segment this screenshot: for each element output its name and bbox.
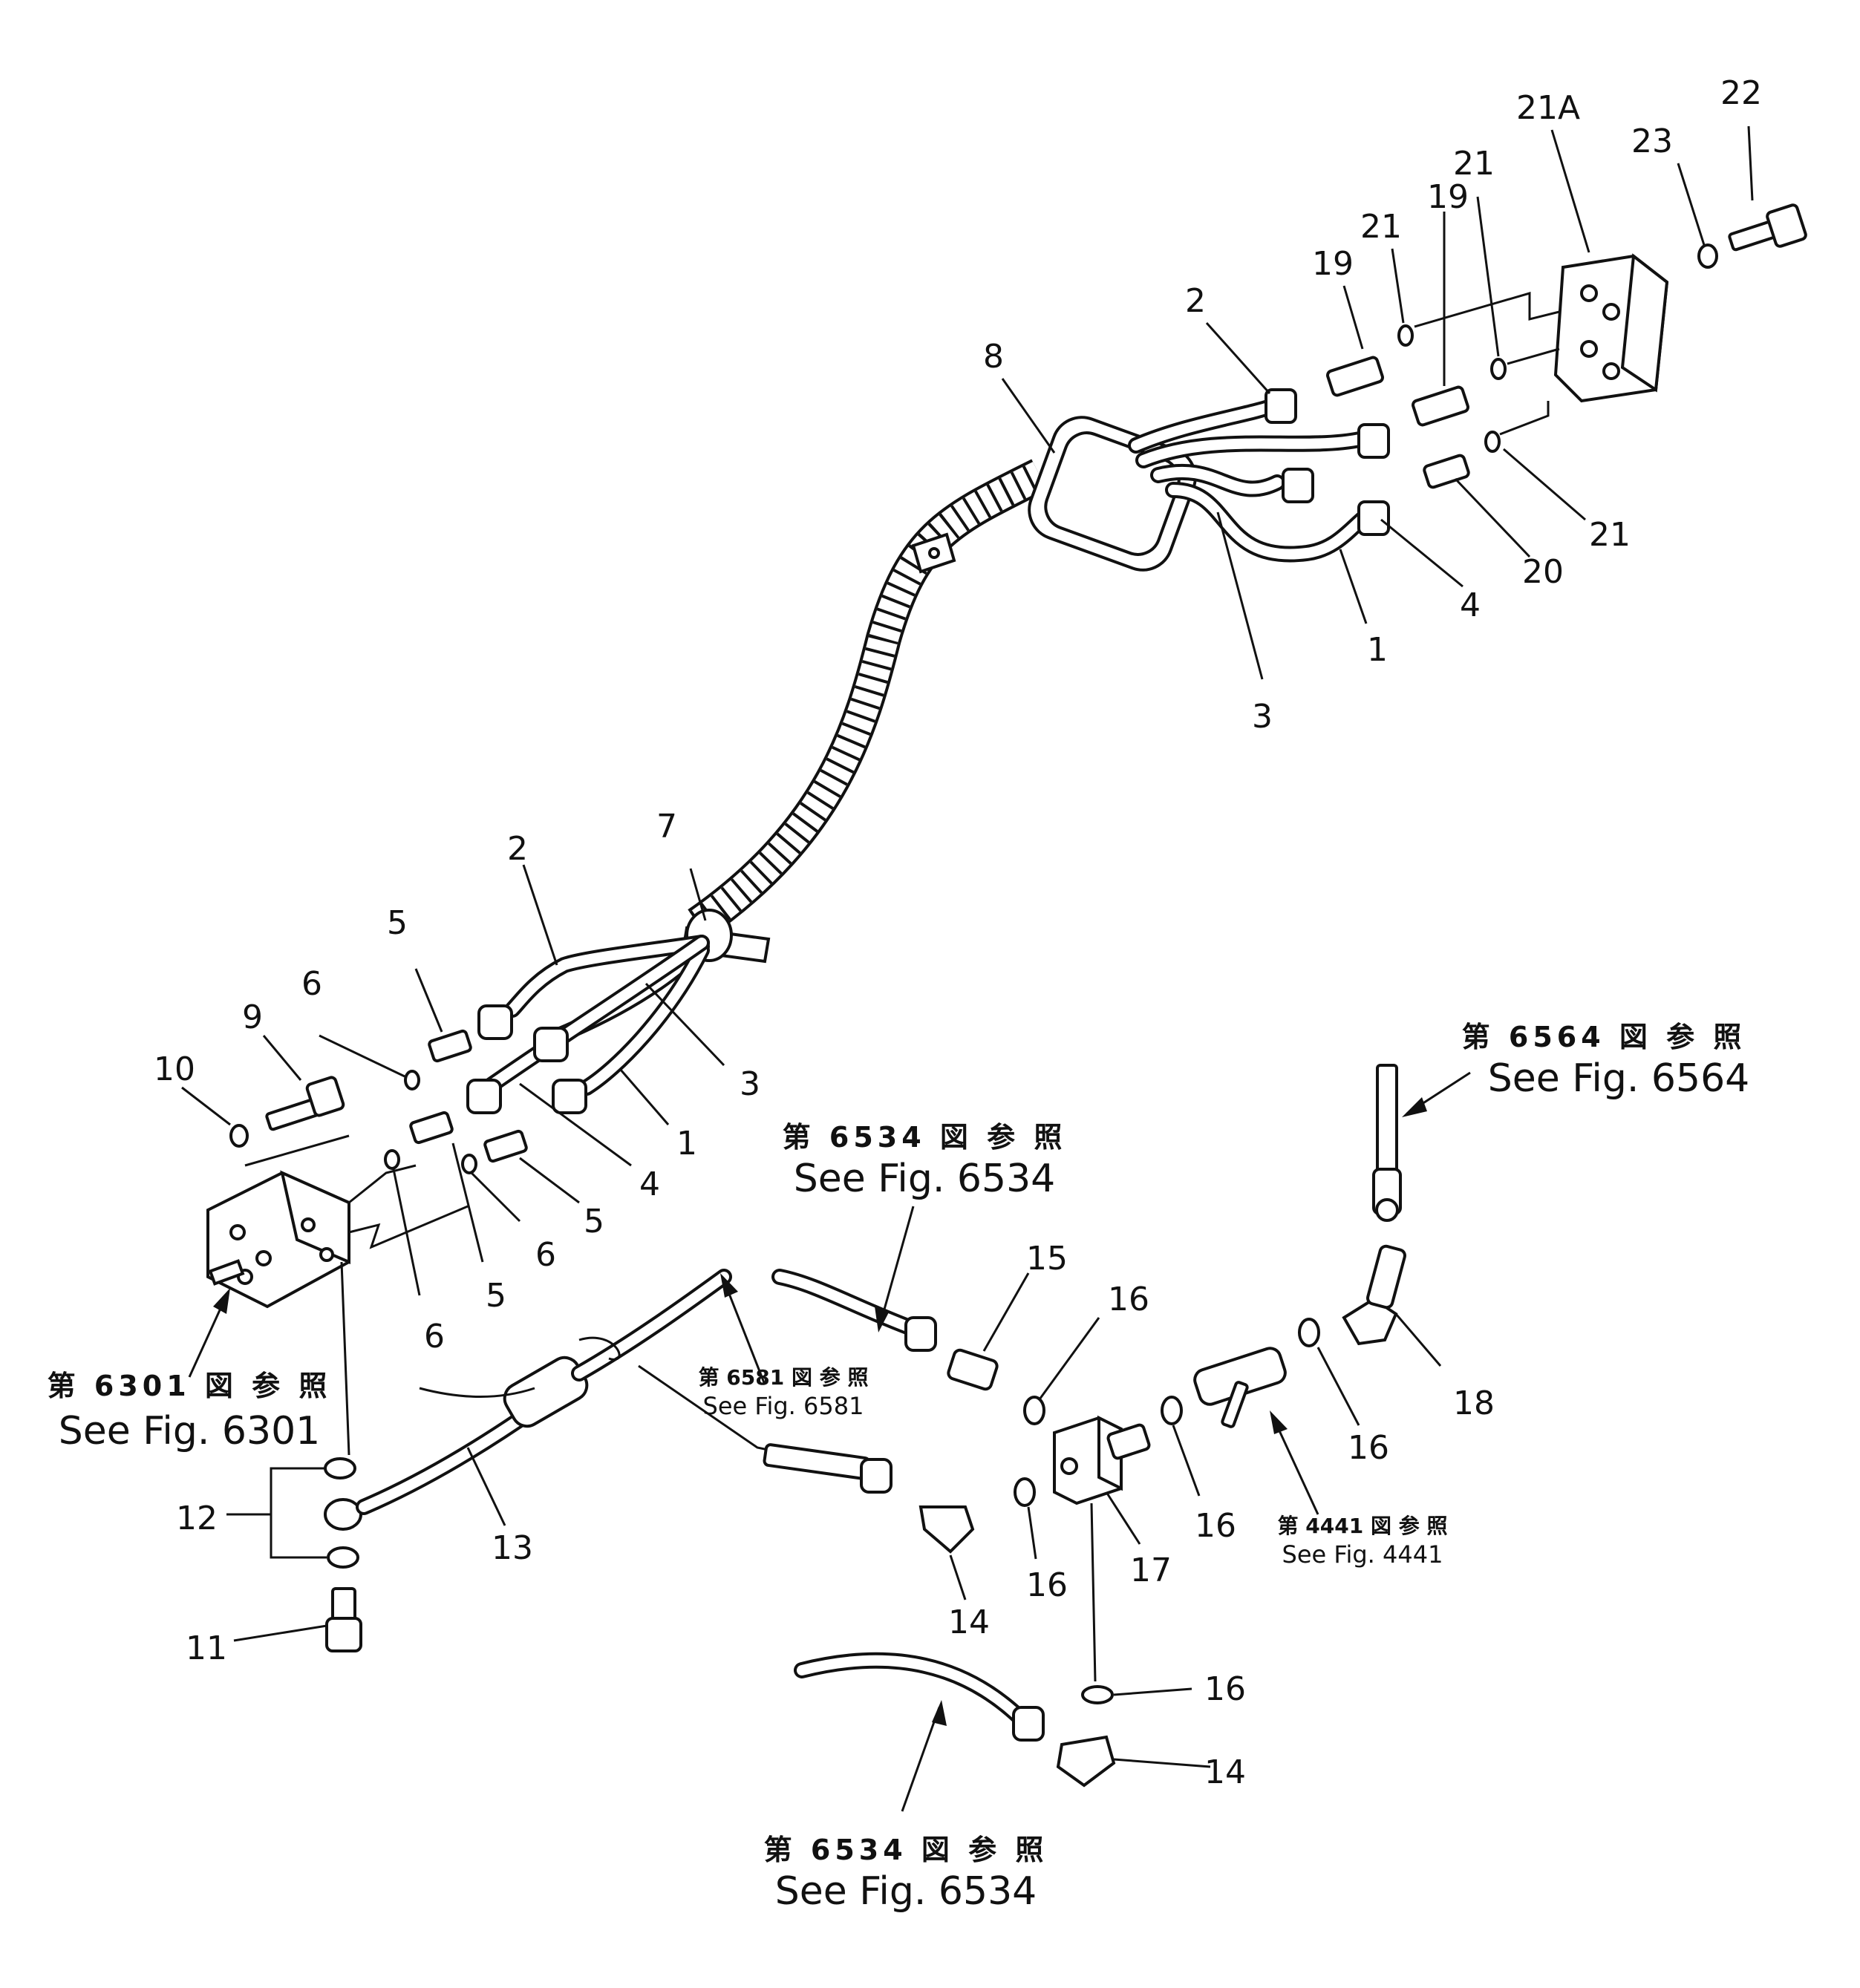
lower-hose-nuts [466,1004,587,1114]
conduit-bracket-upper [911,532,956,574]
callout-16: 16 [1195,1507,1236,1545]
ref-6301-en: See Fig. 6301 [59,1409,321,1454]
callout-22: 22 [1720,74,1762,112]
callout-21a: 21A [1516,89,1580,127]
lower-hoses [474,935,710,1099]
ref-6581-en: See Fig. 6581 [703,1392,864,1420]
callout-5: 5 [387,904,408,942]
ref-6534-top-ja: 第 6534 図 参 照 [783,1121,1067,1154]
callout-7: 7 [656,808,677,846]
callout-8: 8 [983,338,1004,376]
callout-16: 16 [1204,1670,1246,1708]
callout-4: 4 [1460,586,1481,624]
callout-21: 21 [1360,208,1402,246]
ref-6581-ja: 第 6581 図 参 照 [699,1365,869,1390]
ref-6534-bottom-ja: 第 6534 図 参 照 [764,1834,1048,1866]
callout-6: 6 [535,1236,556,1274]
callout-16: 16 [1348,1429,1389,1467]
ref-4441-en: See Fig. 4441 [1282,1540,1443,1569]
o-rings-16 [1014,1318,1320,1704]
banjo-assembly [324,1269,893,1652]
callout-5: 5 [486,1277,506,1315]
ref-6301-ja: 第 6301 図 参 照 [48,1370,332,1402]
callout-11: 11 [186,1629,227,1667]
callout-19: 19 [1312,245,1354,283]
callout-18: 18 [1453,1384,1495,1422]
upper-o-rings [1397,324,1507,453]
callout-labels: 22 21A 23 21 19 21 19 2 8 21 20 4 1 3 7 … [154,74,1762,1791]
callout-5: 5 [584,1203,604,1240]
callout-1: 1 [676,1125,697,1163]
reference-arrows [188,1071,1471,1812]
callout-10: 10 [154,1050,195,1088]
leader-lines [181,125,1754,1768]
callout-21: 21 [1453,145,1495,183]
lower-fittings [384,1029,528,1174]
elbow-18 [1342,1064,1406,1346]
callout-21: 21 [1589,516,1631,554]
bolt-washer-upper [1697,203,1807,269]
valve-block [206,1134,469,1309]
elbow-14-mid [918,1505,975,1554]
callout-19: 19 [1427,178,1469,216]
block-17 [1053,1415,1151,1505]
callout-16: 16 [1026,1566,1068,1604]
flange-block [1414,253,1669,436]
callout-1: 1 [1367,631,1388,669]
ref-4441-ja: 第 4441 図 参 照 [1278,1514,1448,1538]
fitting-15 [947,1348,999,1391]
callout-2: 2 [507,830,528,868]
corrugated-conduit [688,459,1048,939]
callout-13: 13 [492,1529,533,1567]
callout-16: 16 [1108,1281,1149,1318]
callout-12: 12 [176,1500,218,1537]
callout-4: 4 [639,1165,660,1203]
callout-23: 23 [1631,122,1673,160]
callout-3: 3 [1252,698,1273,736]
bolt-washer-lower [229,1076,345,1148]
callout-2: 2 [1185,282,1206,320]
ref-6564-ja: 第 6564 図 参 照 [1462,1021,1746,1053]
callout-15: 15 [1026,1240,1068,1278]
callout-6: 6 [301,965,322,1003]
callout-20: 20 [1522,553,1564,591]
ref-6534-top-en: See Fig. 6534 [794,1157,1056,1201]
ref-6564-en: See Fig. 6564 [1488,1056,1750,1101]
hose-6534-top [771,1269,937,1352]
cross-reference-labels: 第 6564 図 参 照 See Fig. 6564 第 6534 図 参 照 … [48,1021,1750,1914]
fitting-4441 [1193,1347,1287,1428]
ref-6534-bottom-en: See Fig. 6534 [775,1869,1037,1914]
callout-9: 9 [242,998,263,1036]
upper-hose-nuts [1265,388,1390,536]
upper-fittings [1326,356,1470,489]
callout-6: 6 [424,1318,445,1356]
callout-14: 14 [948,1603,990,1641]
callout-17: 17 [1130,1552,1172,1589]
hose-6534-bottom [794,1652,1116,1788]
callout-3: 3 [740,1065,760,1103]
callout-14: 14 [1204,1753,1246,1791]
